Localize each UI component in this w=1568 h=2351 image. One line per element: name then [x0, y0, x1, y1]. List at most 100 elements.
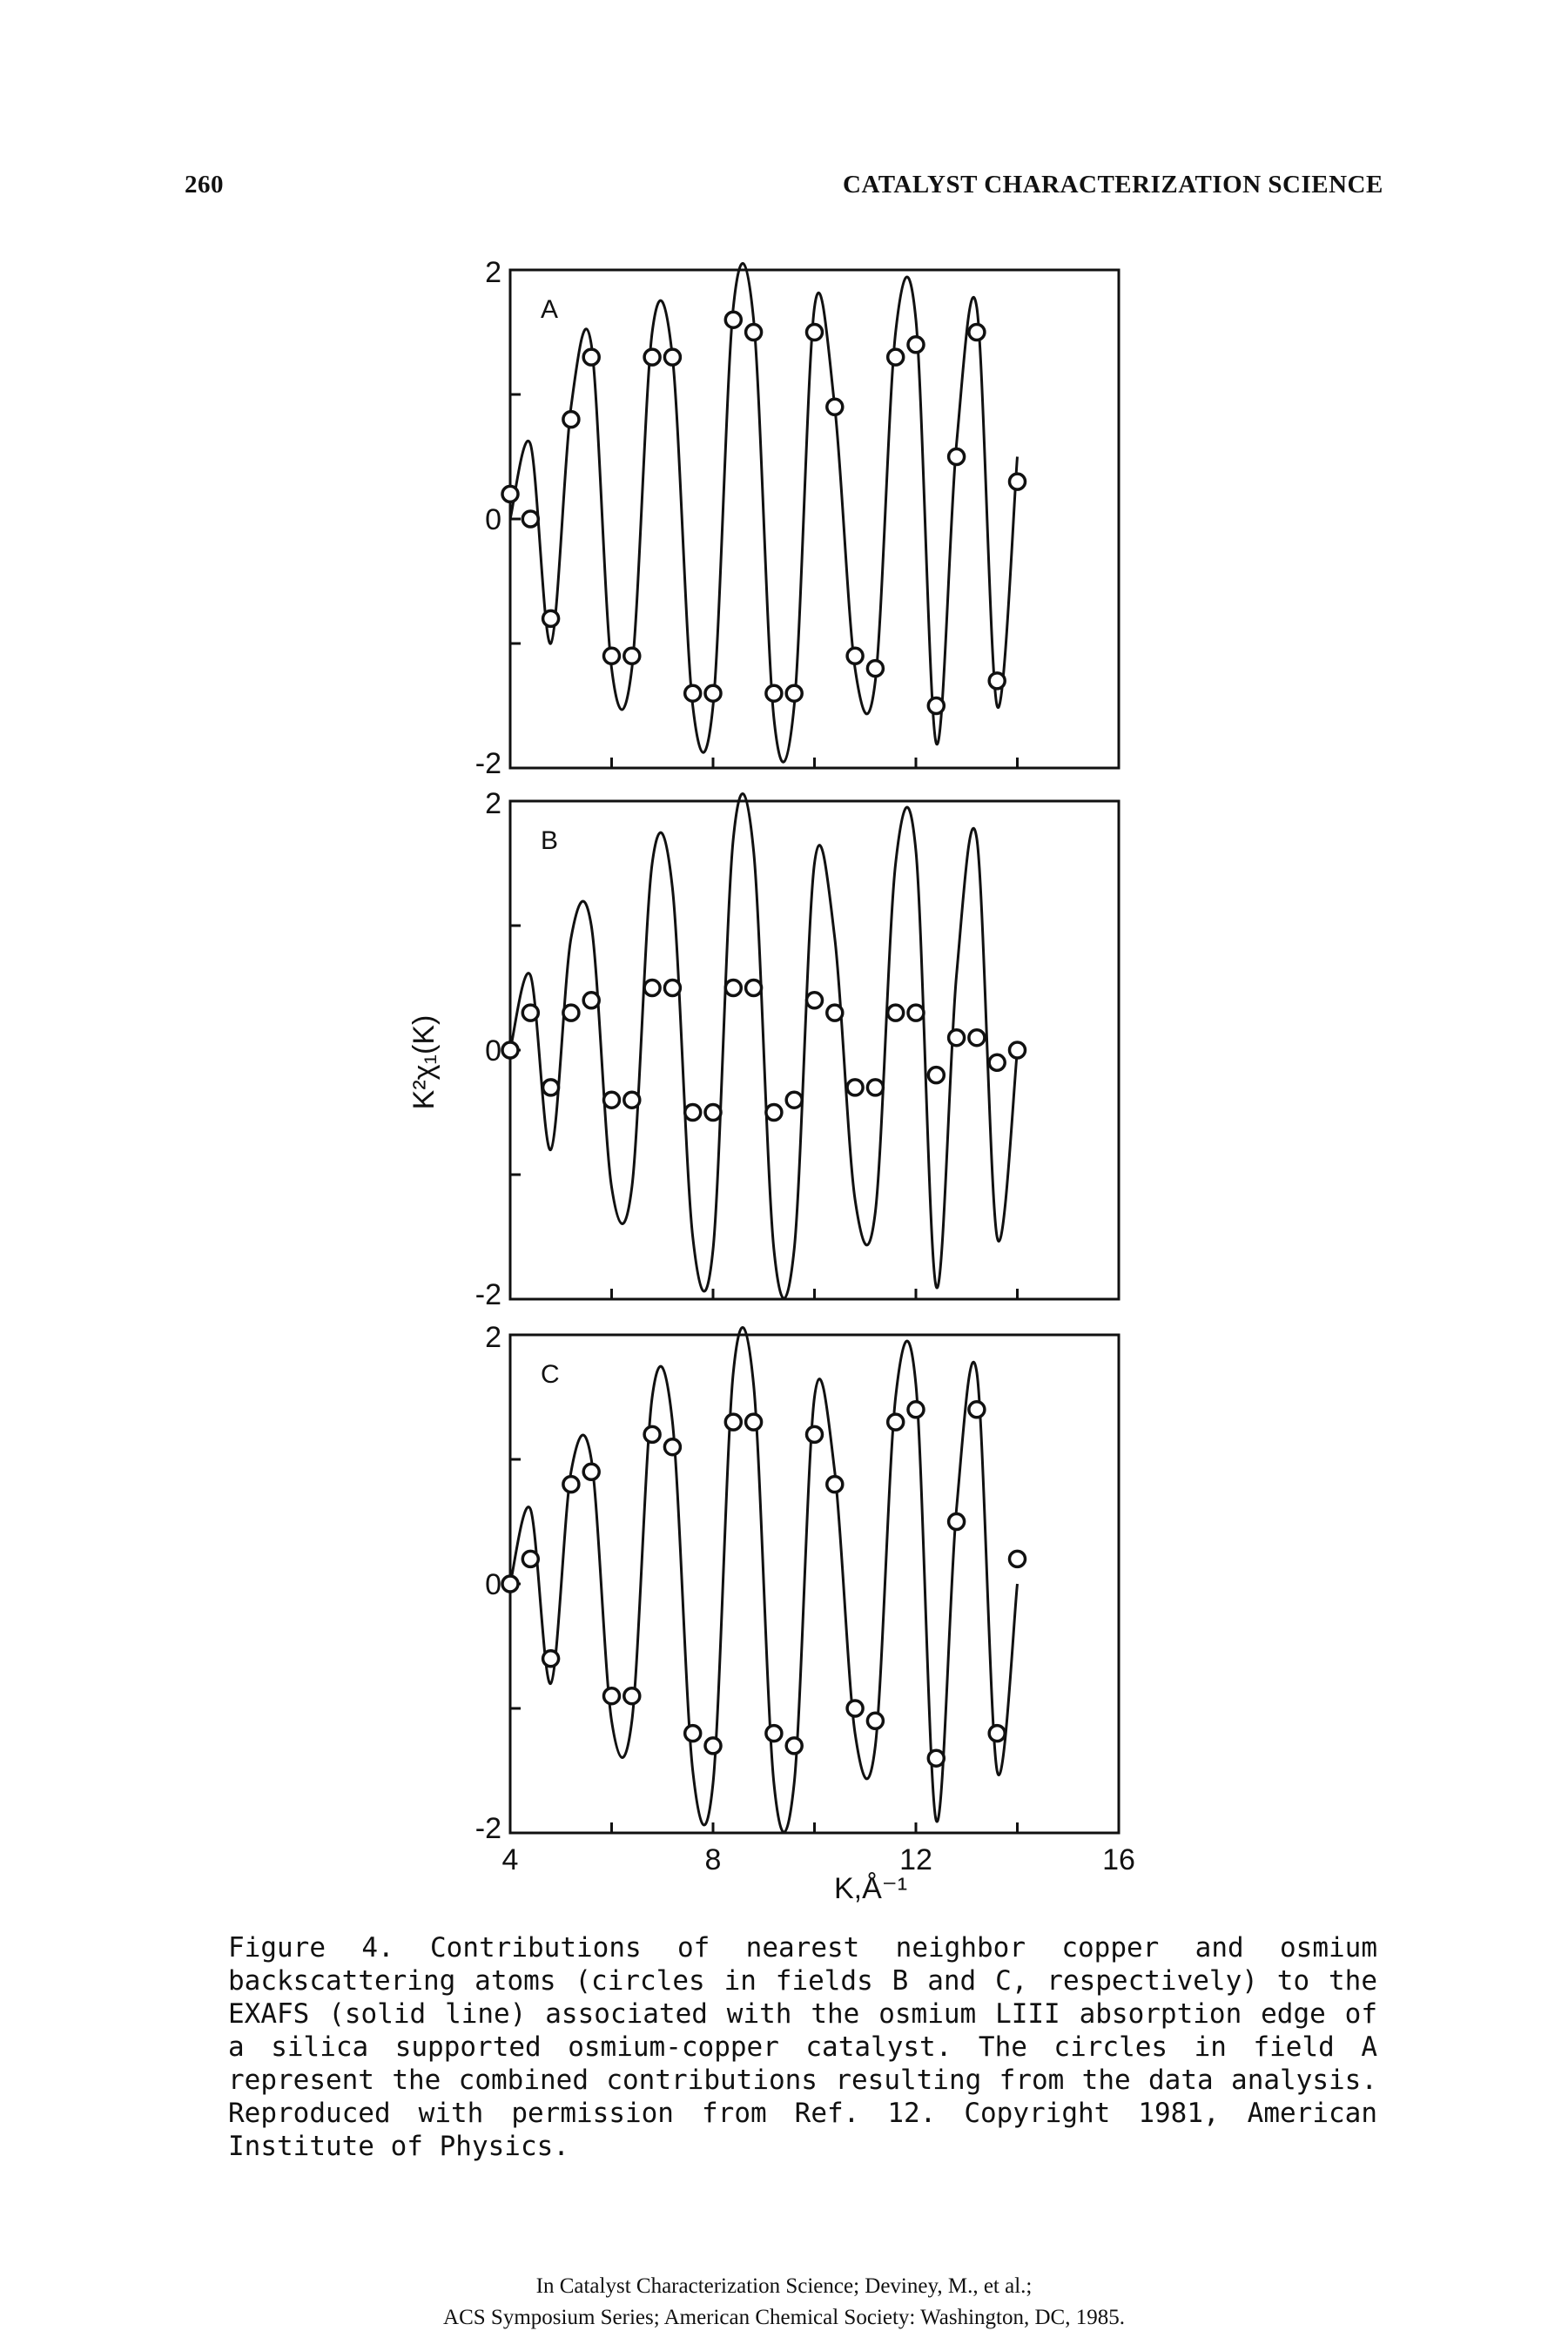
data-circle [683, 1723, 703, 1743]
y-tick-label: -2 [475, 1812, 501, 1845]
data-circle [723, 310, 744, 329]
data-circle [987, 1723, 1006, 1743]
x-tick-label: 8 [705, 1843, 722, 1876]
panel-letter: A [541, 295, 558, 324]
data-circle [582, 991, 601, 1010]
data-circle [703, 684, 723, 703]
data-circle [683, 684, 703, 703]
data-circle [521, 509, 541, 529]
footer-citation-line2: ACS Symposium Series; American Chemical … [443, 2306, 1125, 2329]
x-tick-label: 4 [502, 1843, 519, 1876]
data-circle [906, 335, 925, 354]
data-circle [885, 1412, 905, 1431]
data-circle [744, 978, 764, 998]
y-tick-label: 2 [485, 1321, 501, 1354]
data-circle [987, 671, 1006, 690]
data-circle [703, 1736, 723, 1755]
data-circle [804, 991, 824, 1010]
data-circle [784, 1736, 804, 1755]
panel-c: 2 0 -2 C 4 8 12 16 [475, 1321, 1135, 1876]
data-circle [501, 1041, 520, 1060]
data-circle [643, 1425, 662, 1445]
data-circle [744, 1412, 764, 1431]
data-circle [946, 1512, 966, 1532]
y-tick-label: 0 [485, 503, 501, 536]
data-circle [804, 1425, 824, 1445]
data-circle [865, 1078, 885, 1097]
x-tick-label: 16 [1102, 1843, 1135, 1876]
data-circle [784, 684, 804, 703]
y-tick-label: 2 [485, 787, 501, 820]
data-circle [967, 1027, 986, 1048]
x-tick-label: 12 [899, 1843, 932, 1876]
data-circle [501, 484, 520, 504]
data-circle [582, 1462, 601, 1482]
data-circle [622, 1686, 642, 1706]
data-circle [926, 1748, 946, 1768]
y-tick-label: -2 [475, 1278, 501, 1311]
page-number: 260 [185, 171, 224, 199]
data-circle [825, 1474, 845, 1494]
data-circle [764, 1102, 784, 1122]
data-circle [825, 397, 845, 417]
data-circle [825, 1003, 845, 1022]
data-circle [845, 646, 865, 666]
data-circle [622, 646, 642, 666]
data-circle [764, 1723, 784, 1743]
panel-letter: C [541, 1360, 560, 1389]
y-tick-label: -2 [475, 747, 501, 780]
y-axis-label: K²χ₁(K) [407, 1015, 441, 1110]
data-circle [582, 347, 601, 367]
data-circle [643, 978, 662, 998]
data-circle [541, 1078, 561, 1097]
data-circle [885, 347, 905, 367]
running-title: CATALYST CHARACTERIZATION SCIENCE [843, 171, 1383, 199]
data-circle [663, 1437, 683, 1457]
data-circle [906, 1003, 925, 1022]
data-circle [865, 1711, 885, 1731]
data-circle [521, 1549, 541, 1569]
data-circle [521, 1003, 541, 1022]
data-circle [967, 322, 986, 342]
data-circle [1007, 1549, 1027, 1569]
data-circle [703, 1102, 723, 1122]
data-circle [562, 1474, 581, 1494]
data-circle [663, 978, 683, 998]
data-circle [602, 646, 622, 666]
data-circle [501, 1574, 520, 1593]
data-circle [946, 447, 966, 467]
data-circle [967, 1400, 986, 1419]
data-circle [562, 1003, 581, 1022]
figure-caption: Figure 4. Contributions of nearest neigh… [228, 1932, 1377, 2162]
x-axis-label: K,Å⁻¹ [834, 1872, 907, 1905]
data-circle [865, 658, 885, 678]
y-tick-label: 0 [485, 1034, 501, 1068]
footer-citation-line1: In Catalyst Characterization Science; De… [535, 2274, 1033, 2298]
data-circle [622, 1090, 642, 1109]
data-circle [541, 609, 561, 629]
y-tick-label: 0 [485, 1568, 501, 1601]
panel-letter: B [541, 826, 558, 855]
data-circle [683, 1102, 703, 1122]
panel-a: 2 0 -2 A [475, 256, 1120, 780]
data-circle [906, 1400, 925, 1419]
data-circle [885, 1003, 905, 1022]
data-circle [845, 1699, 865, 1718]
panel-b: 2 0 -2 B [475, 787, 1120, 1311]
data-circle [764, 684, 784, 703]
data-circle [663, 347, 683, 367]
exafs-solid-line [508, 1326, 1019, 1834]
data-circle [804, 322, 824, 342]
data-circle [845, 1078, 865, 1097]
exafs-solid-line [508, 792, 1019, 1300]
data-circle [602, 1090, 622, 1109]
data-circle [784, 1090, 804, 1109]
data-circle [946, 1027, 966, 1048]
data-circle [541, 1649, 561, 1668]
y-tick-label: 2 [485, 256, 501, 289]
data-circle [926, 1065, 946, 1085]
data-circle [602, 1686, 622, 1706]
data-circle [1007, 1041, 1027, 1060]
data-circle [987, 1053, 1006, 1073]
